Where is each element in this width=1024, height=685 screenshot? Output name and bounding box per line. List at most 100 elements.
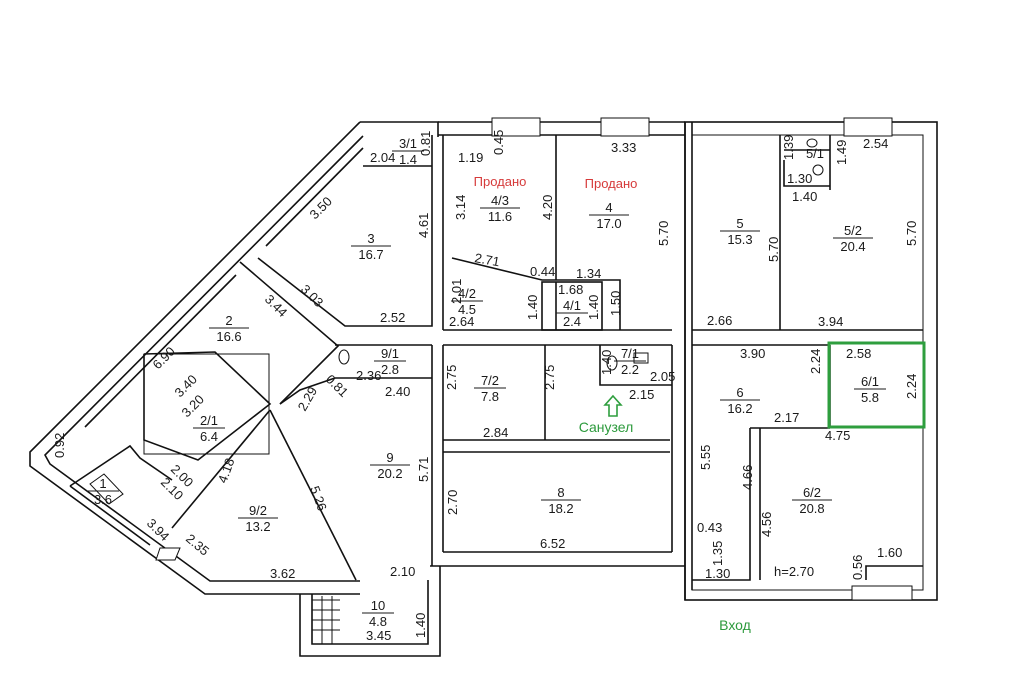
dimension-label: 2.35 (183, 531, 212, 559)
room-number: 4/2 (458, 286, 476, 301)
room-number: 3/1 (399, 136, 417, 151)
dimension-label: 4.18 (215, 456, 238, 485)
room-number: 3 (367, 231, 374, 246)
room-area: 16.7 (358, 247, 383, 262)
dimension-label: 5.26 (307, 484, 330, 513)
dimension-label: 3.50 (307, 194, 336, 223)
dimension-label: 1.40 (525, 295, 540, 320)
dimension-label: 2.58 (846, 346, 871, 361)
dimension-label: 4.75 (825, 428, 850, 443)
dimension-label: 1.40 (586, 295, 601, 320)
room-area: 11.6 (488, 209, 512, 224)
dimension-label: 2.75 (444, 365, 459, 390)
dimension-label: 4.56 (759, 512, 774, 537)
dimension-label: 5.70 (656, 221, 671, 246)
room-label: 6/220.8 (792, 485, 832, 516)
room-label: 216.6 (209, 313, 249, 344)
room-area: 2.4 (563, 314, 581, 329)
dimension-label: 1.40 (792, 189, 817, 204)
dimension-label: 3.33 (611, 140, 636, 155)
dimension-label: 2.05 (650, 369, 675, 384)
dimension-label: 2.29 (295, 384, 321, 413)
room-area: 6.4 (200, 429, 218, 444)
room-number: 6/2 (803, 485, 821, 500)
entrance-label: Вход (719, 617, 751, 633)
room-number: 5 (736, 216, 743, 231)
room-label: 2/16.4 (193, 413, 225, 444)
dimension-label: 1.30 (787, 171, 812, 186)
dimension-label: 1.30 (705, 566, 730, 581)
dimension-label: 1.68 (558, 282, 583, 297)
dimension-label: 1.40 (599, 350, 614, 375)
dimension-label: 2.66 (707, 313, 732, 328)
dimension-label: 2.40 (385, 384, 410, 399)
highlight-room-6-1 (827, 341, 926, 429)
room-label: 13.6 (87, 476, 119, 507)
room-number: 5/2 (844, 223, 862, 238)
room-number: 5/1 (806, 146, 824, 161)
dimension-label: 5.71 (416, 457, 431, 482)
toilet-icon (338, 138, 824, 371)
dimension-label: 1.35 (710, 541, 725, 566)
room-number: 9/2 (249, 503, 267, 518)
dimension-label: 1.49 (834, 140, 849, 165)
room-area: 2.2 (621, 362, 639, 377)
dimension-label: 2.10 (390, 564, 415, 579)
dimension-label: 2.15 (629, 387, 654, 402)
room-area: 17.0 (596, 216, 621, 231)
room-number: 6 (736, 385, 743, 400)
dimension-label: 1.50 (608, 291, 623, 316)
dimension-label: 2.75 (542, 365, 557, 390)
dimension-label: 5.70 (766, 237, 781, 262)
dimension-label: 2.71 (473, 250, 501, 269)
room-area: 5.8 (861, 390, 879, 405)
dimension-label: 6.52 (540, 536, 565, 551)
interior-walls (69, 135, 923, 581)
dimension-label: 1.60 (877, 545, 902, 560)
dimension-label: 1.39 (781, 135, 796, 160)
bathroom-label: Санузел (579, 419, 634, 435)
room-label: 6/15.8 (854, 374, 886, 405)
dimension-label: 2.54 (863, 136, 888, 151)
dimension-label: 5.70 (904, 221, 919, 246)
room-number: 7/2 (481, 373, 499, 388)
room-number: 2/1 (200, 413, 218, 428)
room-number: 10 (371, 598, 385, 613)
room-number: 8 (557, 485, 564, 500)
room-label: 7/12.2 (614, 346, 646, 377)
sold-label-4: Продано (585, 176, 638, 191)
dimension-label: 0.56 (850, 555, 865, 580)
room-area: 18.2 (548, 501, 573, 516)
room-area: 13.2 (245, 519, 270, 534)
room-label: 7/27.8 (474, 373, 506, 404)
dimension-label: 3.03 (298, 282, 327, 311)
dimension-label: 2.04 (370, 150, 395, 165)
room-area: 16.2 (727, 401, 752, 416)
dimension-label: 6.90 (150, 344, 179, 373)
dimension-label: 2.70 (445, 490, 460, 515)
room-area: 7.8 (481, 389, 499, 404)
room-area: 20.2 (377, 466, 402, 481)
room-number: 4/3 (491, 193, 509, 208)
dimension-label: 0.81 (323, 372, 352, 401)
dimension-label: 4.20 (540, 195, 555, 220)
dimension-label: 2.01 (449, 279, 464, 304)
room-label: 4/12.4 (556, 298, 588, 329)
up-arrow-icon (603, 394, 623, 417)
dimension-label: 0.43 (697, 520, 722, 535)
exterior-walls (29, 121, 938, 657)
room-area: 15.3 (727, 232, 752, 247)
room-label: 5/1 (806, 146, 824, 161)
dimension-label: 4.61 (416, 213, 431, 238)
dimension-label: 5.55 (698, 445, 713, 470)
room-label: 3/11.4 (392, 136, 424, 167)
room-area: 3.6 (94, 492, 112, 507)
room-number: 6/1 (861, 374, 879, 389)
dimension-label: 3.94 (818, 314, 843, 329)
room-area: 1.4 (399, 152, 417, 167)
dimension-label: 3.45 (366, 628, 391, 643)
dimension-label: 2.24 (808, 349, 823, 374)
room-label: 417.0 (589, 200, 629, 231)
dimension-label: 3.44 (262, 292, 291, 321)
